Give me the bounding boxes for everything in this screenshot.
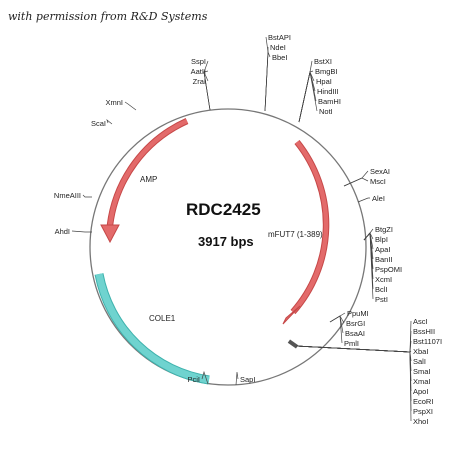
site-label: BamHI xyxy=(318,97,341,106)
site-leader-line xyxy=(106,118,113,125)
feature-label-mfut7: mFUT7 (1-389) xyxy=(268,230,323,239)
mfut7-arrow-fill xyxy=(291,140,329,314)
site-leader-line xyxy=(203,71,211,111)
site-label: BssHII xyxy=(413,327,435,336)
site-label: PspOMI xyxy=(375,265,402,274)
site-label: BmgBI xyxy=(315,67,338,76)
site-label: AleI xyxy=(372,194,385,203)
feature-label-cole1: COLE1 xyxy=(149,314,176,323)
site-label: BanII xyxy=(375,255,393,264)
site-label: BsrGI xyxy=(346,319,365,328)
site-label: AscI xyxy=(413,317,428,326)
site-leader-line xyxy=(295,345,412,372)
plasmid-size: 3917 bps xyxy=(198,234,254,249)
site-label: ScaI xyxy=(91,119,106,128)
site-leader-line xyxy=(357,197,370,203)
site-leader-line xyxy=(329,315,345,324)
site-leader-line xyxy=(295,345,412,362)
site-label: PstI xyxy=(375,295,388,304)
site-label: BstAPI xyxy=(268,33,291,42)
amp-arrowhead xyxy=(100,224,120,244)
site-label: SspI xyxy=(191,57,206,66)
site-leader-line xyxy=(295,345,412,392)
site-label: HpaI xyxy=(316,77,332,86)
site-leader-line xyxy=(82,194,92,198)
site-label: SmaI xyxy=(413,367,431,376)
site-label: BlpI xyxy=(375,235,388,244)
mcs-marker xyxy=(287,339,299,349)
site-leader-line xyxy=(201,370,209,385)
site-label: PspXI xyxy=(413,407,433,416)
site-label: SapI xyxy=(240,375,255,384)
site-leader-line xyxy=(71,230,92,233)
site-label: PciI xyxy=(187,375,200,384)
site-leader-line xyxy=(363,232,374,300)
site-label: EcoRI xyxy=(413,397,433,406)
site-label: SalI xyxy=(413,357,426,366)
plasmid-backbone xyxy=(89,108,367,386)
site-label: BbeI xyxy=(272,53,287,62)
site-label: Bst1107I xyxy=(413,337,442,346)
site-label: MscI xyxy=(370,177,386,186)
site-leader-line xyxy=(295,345,412,402)
site-label: PmlI xyxy=(344,339,359,348)
site-label: ApoI xyxy=(413,387,428,396)
site-leader-line xyxy=(295,345,412,422)
amp-arrow-body xyxy=(106,118,189,226)
site-label: BstXI xyxy=(314,57,332,66)
site-label: XcmI xyxy=(375,275,392,284)
site-label: NotI xyxy=(319,107,333,116)
plasmid-name: RDC2425 xyxy=(186,200,261,219)
site-label: AhdI xyxy=(55,227,70,236)
site-label: NdeI xyxy=(270,43,286,52)
site-leader-line xyxy=(235,371,239,386)
site-leader-line xyxy=(329,315,343,344)
site-label: BsaAI xyxy=(345,329,365,338)
site-leader-line xyxy=(298,71,318,123)
site-label: XhoI xyxy=(413,417,428,426)
amp-arrow-fill xyxy=(107,118,188,226)
site-label: NmeAIII xyxy=(54,191,81,200)
site-leader-line xyxy=(124,101,137,111)
site-label: ZraI xyxy=(193,77,206,86)
site-label: XmaI xyxy=(413,377,431,386)
site-label: ApaI xyxy=(375,245,390,254)
site-label: XbaI xyxy=(413,347,428,356)
site-label: PpuMI xyxy=(347,309,369,318)
site-label: AatII xyxy=(191,67,206,76)
site-leader-line xyxy=(343,177,369,187)
cole1-origin-fill xyxy=(95,273,210,384)
site-label: BclI xyxy=(375,285,388,294)
site-label: XmnI xyxy=(105,98,123,107)
site-label: HindIII xyxy=(317,87,339,96)
feature-label-amp: AMP xyxy=(140,175,157,184)
site-leader-line xyxy=(264,51,271,112)
site-label: SexAI xyxy=(370,167,390,176)
site-label: BtgZI xyxy=(375,225,393,234)
site-leader-line xyxy=(298,71,316,123)
credit-text: with permission from R&D Systems xyxy=(8,10,208,23)
mfut7-arrowhead xyxy=(282,305,301,325)
